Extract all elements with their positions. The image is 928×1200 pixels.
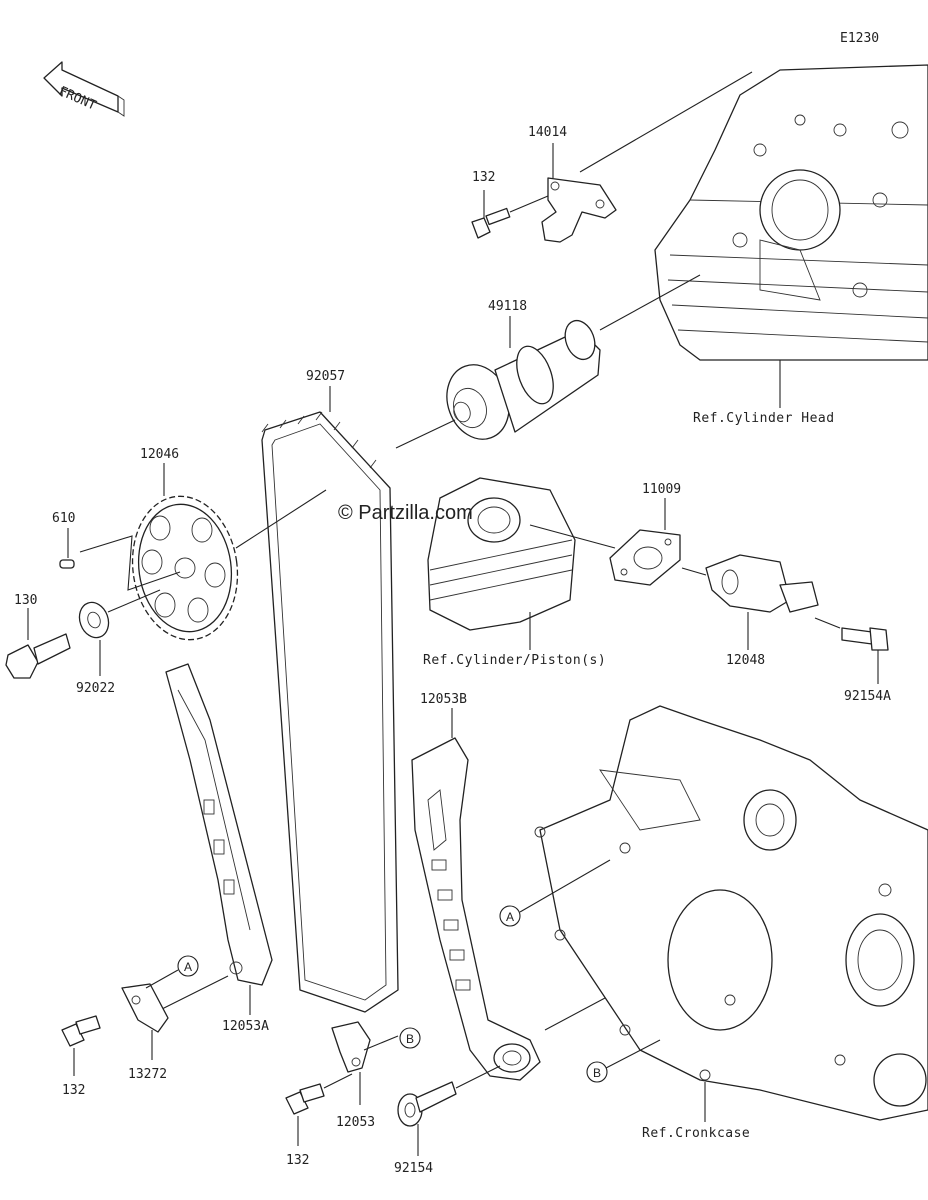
bolt-92154A (841, 627, 889, 651)
part-12048: 12048 (726, 653, 765, 668)
part-92154: 92154 (394, 1161, 433, 1176)
front-arrow-icon: FRONT (43, 61, 125, 117)
part-14014: 14014 (528, 125, 567, 140)
bolt-132-top (471, 207, 511, 239)
marker-a-left (177, 955, 199, 977)
marker-a-right-label: A (506, 910, 514, 924)
bolt-132-left (61, 1015, 101, 1047)
part-92022: 92022 (76, 681, 115, 696)
ref-crankcase: Ref.Cronkcase (642, 1126, 750, 1141)
bolt-130 (5, 633, 71, 679)
watermark: © Partzilla.com (338, 502, 473, 524)
part-12046: 12046 (140, 447, 179, 462)
diagram-code: E1230 (840, 31, 879, 46)
bolt-92154 (397, 1081, 457, 1127)
pin-610 (59, 559, 75, 569)
part-12053B: 12053B (420, 692, 467, 707)
part-11009: 11009 (642, 482, 681, 497)
part-12053A: 12053A (222, 1019, 269, 1034)
marker-a-right (499, 905, 521, 927)
marker-b-right (586, 1061, 608, 1083)
crankcase (534, 705, 928, 1121)
part-92154A: 92154A (844, 689, 891, 704)
ref-cylinder-piston: Ref.Cylinder/Piston(s) (423, 653, 606, 668)
camshaft-49118 (446, 319, 601, 440)
part-13272: 13272 (128, 1067, 167, 1082)
chain-guide-12053B (411, 737, 541, 1081)
marker-a-left-label: A (184, 960, 192, 974)
marker-b-left-label: B (406, 1032, 414, 1046)
part-610: 610 (52, 511, 75, 526)
marker-b-left (399, 1027, 421, 1049)
part-130: 130 (14, 593, 37, 608)
bolt-132-bottom (285, 1083, 325, 1115)
part-132-bottom: 132 (286, 1153, 309, 1168)
plate-12053 (331, 1021, 371, 1073)
plate-13272 (121, 983, 169, 1033)
cam-chain-92057 (261, 411, 399, 1013)
marker-b-right-label: B (593, 1066, 601, 1080)
sprocket-12046 (131, 495, 239, 641)
ref-cylinder-head: Ref.Cylinder Head (693, 411, 835, 426)
part-132-left: 132 (62, 1083, 85, 1098)
bracket-14014 (541, 177, 617, 243)
part-132-top: 132 (472, 170, 495, 185)
part-12053: 12053 (336, 1115, 375, 1130)
chain-guide-12053A (165, 663, 273, 986)
tensioner-12048 (705, 554, 819, 613)
gasket-11009 (609, 529, 681, 586)
cylinder-head (654, 64, 928, 361)
part-49118: 49118 (488, 299, 527, 314)
cylinder-piston (427, 477, 576, 631)
washer-92022 (78, 601, 110, 639)
part-92057: 92057 (306, 369, 345, 384)
